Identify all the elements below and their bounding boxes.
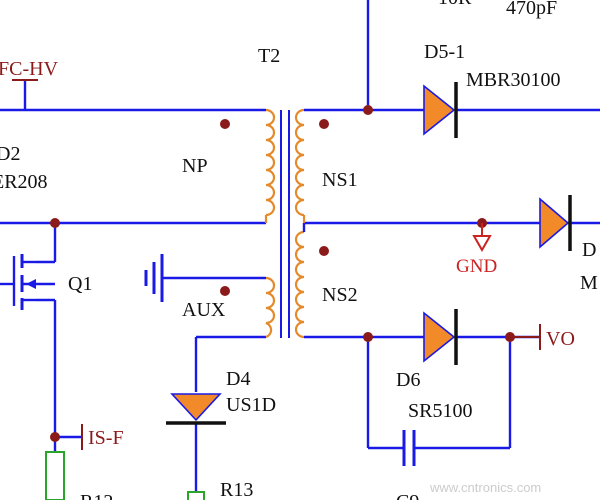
capacitor-c9 [402,430,416,466]
label-m-right: M [580,272,598,294]
coil-aux [265,276,276,339]
resistor-r12 [45,451,65,500]
junction-snubber-left [363,332,373,342]
label-vo: VO [546,328,575,350]
gnd-triangle [472,235,492,253]
junction-drain [50,218,60,228]
diode-d6 [423,309,458,365]
junction-aux-dot [220,286,230,296]
label-gnd: GND [456,256,497,277]
label-d2: D2 [0,143,20,165]
q1-arrow [26,279,36,289]
transformer-t2 [264,108,306,339]
label-ns2: NS2 [322,284,358,306]
label-d5-1: D5-1 [424,41,465,63]
watermark-text: www.cntronics.com [429,480,541,495]
label-c-bottom: C9 [396,491,419,500]
coil-ns2 [294,230,305,339]
junction-ns2-dot [319,246,329,256]
label-r13: R13 [220,479,253,500]
diode-d-right-body [539,197,570,249]
net-flags [12,79,541,450]
coil-ns1 [294,108,306,223]
mosfet-q1 [12,254,55,310]
label-mbr30100: MBR30100 [466,69,560,91]
junction-ns1-dot [319,119,329,129]
resistor-r13 [187,491,205,500]
label-d4: D4 [226,368,250,390]
label-d-right: D [582,239,596,261]
label-sr5100: SR5100 [408,400,472,422]
diode-d4-body [170,393,222,422]
coil-np [264,108,276,223]
label-d6: D6 [396,369,420,391]
diode-d5-1-body [423,84,456,136]
label-r-top: 10R [438,0,472,9]
diode-d4 [166,393,226,425]
diode-d5-1 [423,82,458,138]
junctions [50,105,515,442]
diode-d6-body [423,311,456,363]
label-r12: R12 [80,491,113,500]
aux-ground-symbol [144,254,164,302]
resistors [45,451,205,500]
label-q1: Q1 [68,273,92,295]
label-is-f: IS-F [88,427,124,449]
label-ns1: NS1 [322,169,358,191]
label-er208: ER208 [0,171,48,193]
label-np: NP [182,155,208,177]
junction-is-f [50,432,60,442]
junction-d5-node [363,105,373,115]
label-aux: AUX [182,299,226,321]
label-t2: T2 [258,45,280,67]
label-fc-hv: FC-HV [0,58,59,80]
junction-np-dot [220,119,230,129]
label-c-top: 470pF [506,0,557,19]
label-us1d: US1D [226,394,276,416]
gnd-symbol [472,223,492,253]
diode-d-right [539,195,572,251]
